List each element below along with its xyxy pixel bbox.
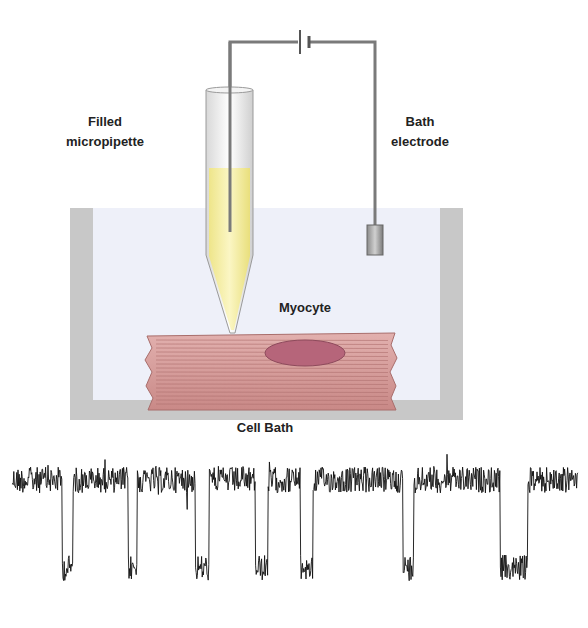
striation (156, 392, 388, 394)
striation (156, 344, 388, 346)
striation (156, 376, 388, 378)
striation (156, 372, 388, 374)
striation (156, 384, 388, 386)
myocyte (145, 333, 397, 410)
striation (156, 400, 388, 402)
trace-ground (0, 432, 588, 628)
nucleus (265, 340, 345, 366)
striation (156, 340, 388, 342)
striation (156, 404, 388, 406)
bath-electrode (367, 225, 383, 255)
bath-wall (70, 208, 463, 420)
bath-label: Cell Bath (234, 421, 296, 435)
striation (156, 364, 388, 366)
part-label: Bath electrode (375, 112, 465, 152)
striation (156, 388, 388, 390)
pipette-electrode (229, 42, 232, 232)
battery-plate (299, 30, 301, 54)
striation (156, 380, 388, 382)
striation (156, 368, 388, 370)
current-trace (12, 454, 578, 580)
striation (156, 396, 388, 398)
part-label: Myocyte (279, 298, 331, 318)
battery-plate (308, 36, 311, 48)
part-label: Filled micropipette (50, 112, 160, 152)
